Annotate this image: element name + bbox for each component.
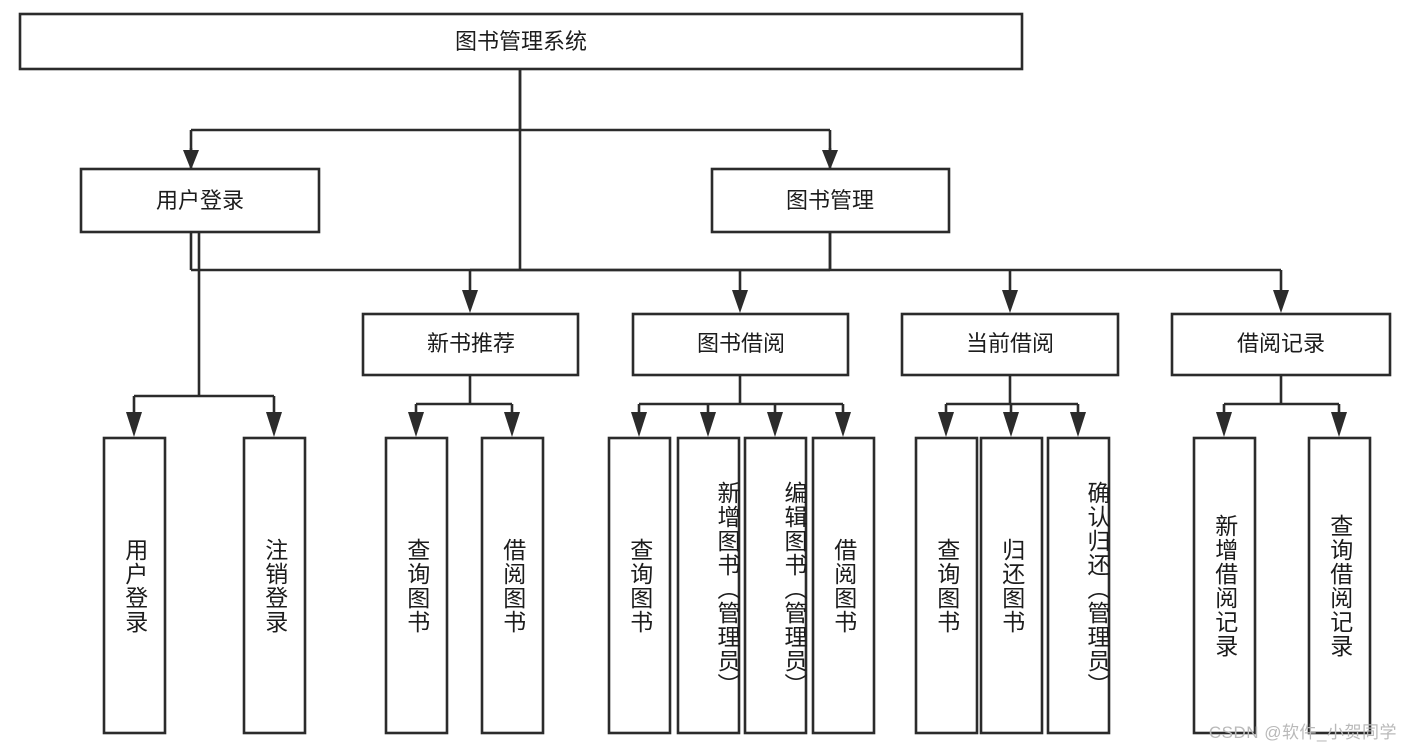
leaf-borrow-record-1[interactable] (1307, 436, 1372, 735)
node-book-borrow-label: 图书借阅 (697, 331, 785, 356)
node-borrow-record-label: 借阅记录 (1237, 331, 1325, 356)
node-new-book-recommend[interactable]: 新书推荐 (361, 312, 580, 377)
node-root-label: 图书管理系统 (455, 29, 587, 54)
connector-borrowrecord-to-leaves (1216, 375, 1347, 437)
node-user-login-label: 用户登录 (156, 188, 244, 213)
watermark-text: CSDN @软件_小贺同学 (1208, 723, 1397, 742)
leaf-book-borrow-3[interactable] (811, 436, 876, 735)
node-book-management[interactable]: 图书管理 (710, 167, 951, 234)
connector-newbook-to-leaves (408, 375, 520, 437)
node-book-management-label: 图书管理 (786, 188, 874, 213)
node-current-borrow-label: 当前借阅 (966, 331, 1054, 356)
leaf-current-borrow-0[interactable] (914, 436, 979, 735)
node-book-borrow[interactable]: 图书借阅 (631, 312, 850, 377)
connector-bookmgmt-to-level3 (462, 232, 1289, 313)
leaf-book-borrow-0[interactable] (607, 436, 672, 735)
node-borrow-record[interactable]: 借阅记录 (1170, 312, 1392, 377)
leaf-book-borrow-1[interactable] (676, 436, 741, 735)
leaf-new-book-0[interactable] (384, 436, 449, 735)
leaf-current-borrow-2[interactable] (1046, 436, 1111, 735)
leaf-new-book-1[interactable] (480, 436, 545, 735)
leaf-borrow-record-0[interactable] (1192, 436, 1257, 735)
leaf-book-borrow-2[interactable] (743, 436, 808, 735)
leaf-current-borrow-1[interactable] (979, 436, 1044, 735)
connector-userlogin-to-leaves (126, 232, 282, 437)
node-user-login[interactable]: 用户登录 (79, 167, 321, 234)
node-root[interactable]: 图书管理系统 (18, 12, 1024, 71)
node-current-borrow[interactable]: 当前借阅 (900, 312, 1120, 377)
node-new-book-recommend-label: 新书推荐 (427, 331, 515, 356)
connector-level2-arrows (183, 69, 838, 170)
connector-bookborrow-to-leaves (631, 375, 851, 437)
connector-currentborrow-to-leaves (938, 375, 1086, 437)
leaf-user-login-0[interactable] (102, 436, 167, 735)
leaf-user-login-1[interactable] (242, 436, 307, 735)
